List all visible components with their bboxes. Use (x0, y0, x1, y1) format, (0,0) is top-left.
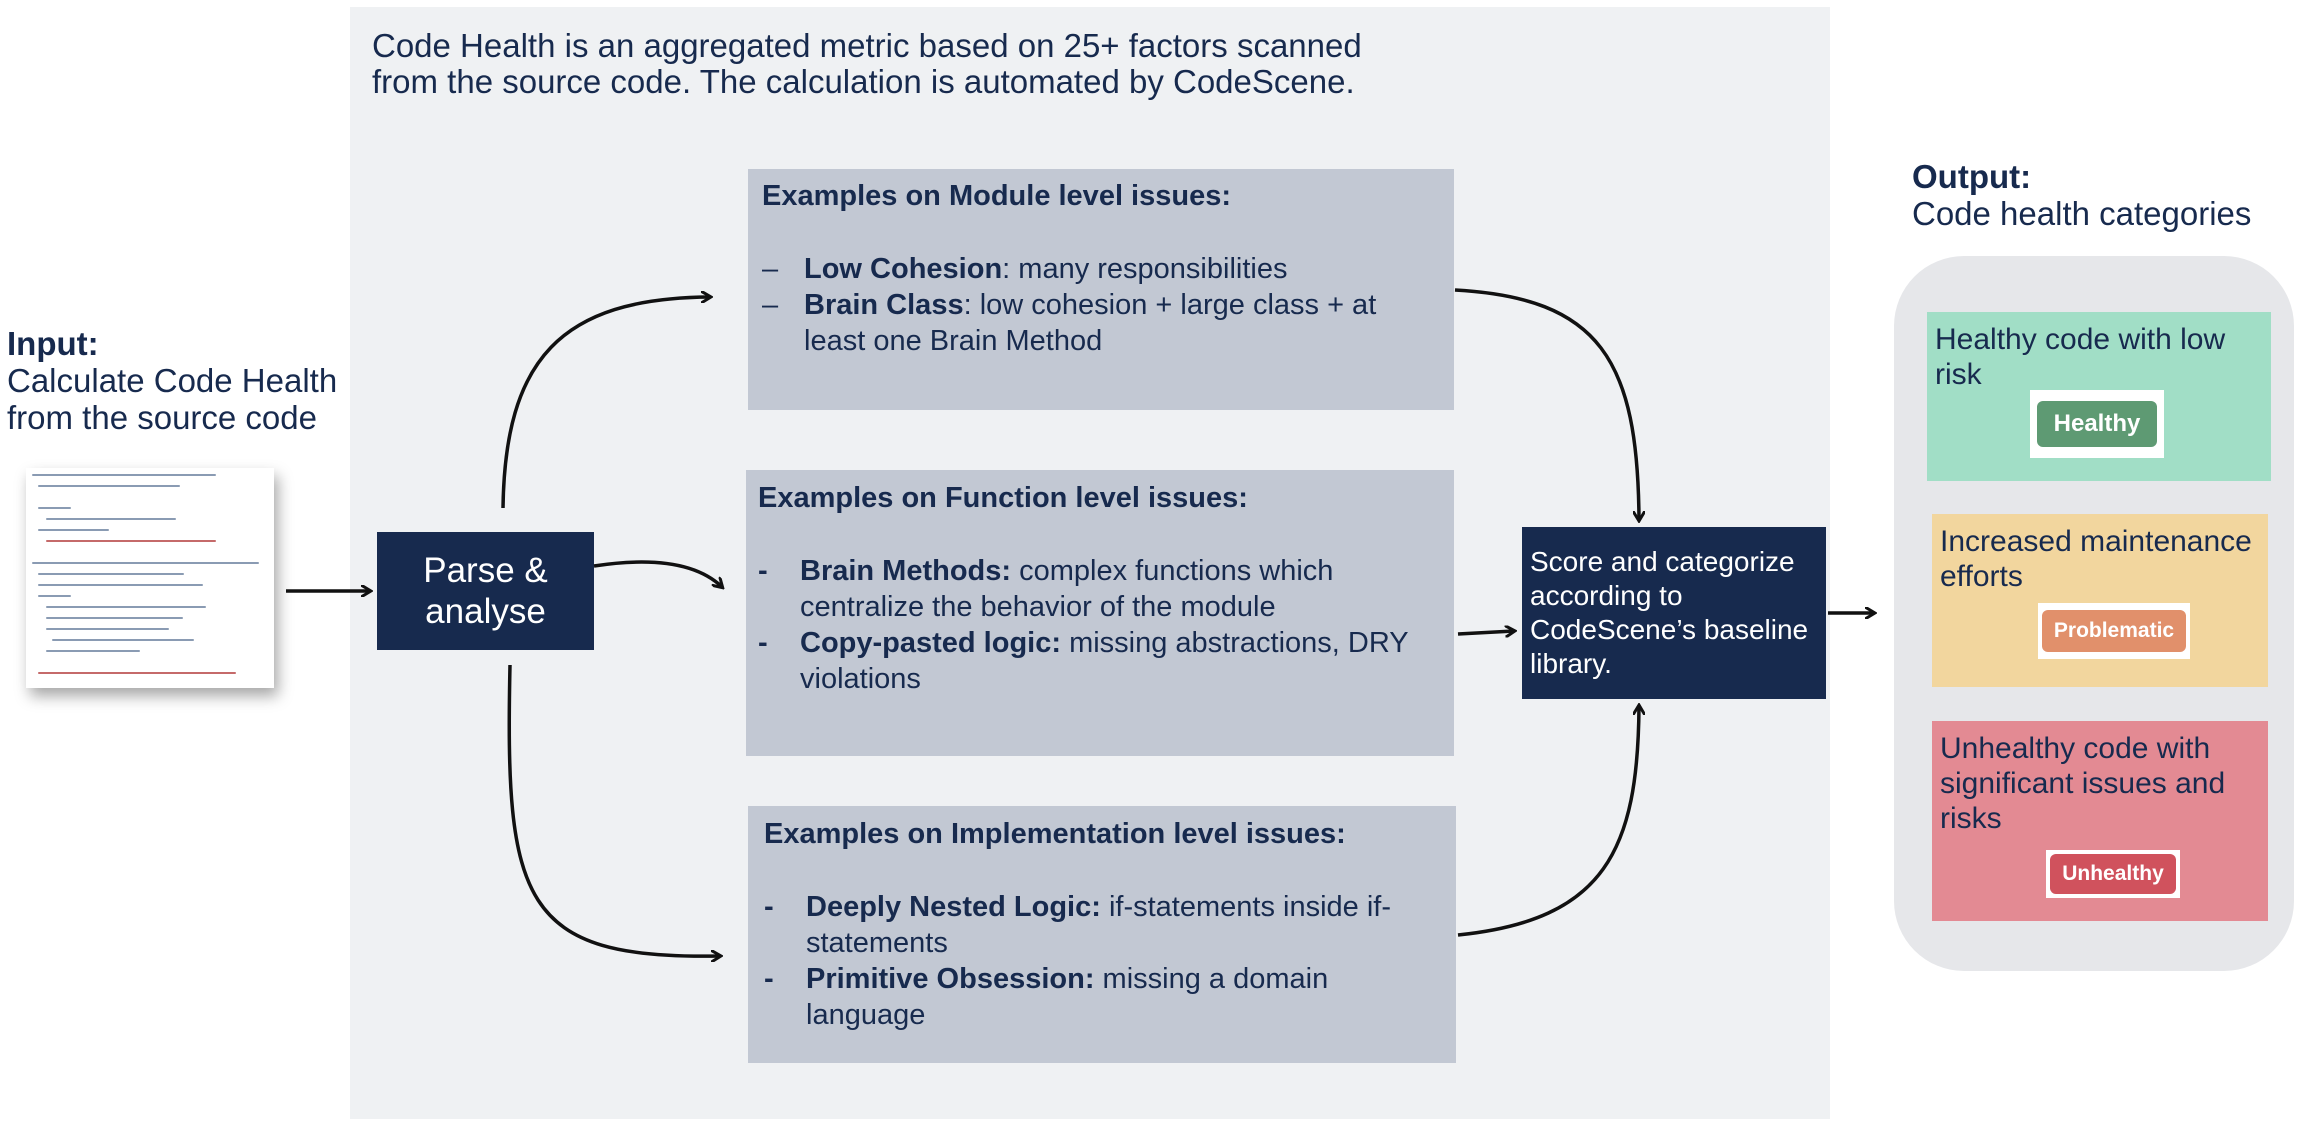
arrow-parse-to-function (593, 560, 722, 587)
category-unhealthy: Unhealthy code with significant issues a… (1932, 721, 2268, 921)
problematic-badge: Problematic (2042, 610, 2186, 652)
source-code-thumbnail (26, 468, 274, 688)
function-issue-item: -Copy-pasted logic: missing abstractions… (758, 627, 1409, 695)
input-title: Input: (7, 325, 99, 362)
unhealthy-badge-frame: Unhealthy (2046, 850, 2180, 898)
score-and-categorize-box: Score and categorize according to CodeSc… (1522, 527, 1826, 699)
arrow-parse-to-implementation (507, 664, 720, 956)
arrow-module-to-score (1454, 288, 1639, 520)
implementation-issue-item: -Deeply Nested Logic: if-statements insi… (764, 891, 1392, 959)
parse-line-2: analyse (425, 592, 546, 631)
implementation-level-list: -Deeply Nested Logic: if-statements insi… (764, 889, 1440, 1033)
module-level-list: –Low Cohesion: many responsibilities –Br… (762, 251, 1440, 359)
intro-line-2: from the source code. The calculation is… (372, 63, 1355, 100)
healthy-badge-frame: Healthy (2030, 390, 2164, 458)
input-heading: Input: Calculate Code Health from the so… (7, 325, 337, 436)
input-line-2: from the source code (7, 399, 317, 436)
module-level-box: Examples on Module level issues: –Low Co… (748, 169, 1454, 410)
intro-line-1: Code Health is an aggregated metric base… (372, 27, 1362, 64)
output-heading: Output: Code health categories (1912, 158, 2251, 232)
output-subtitle: Code health categories (1912, 195, 2252, 232)
parse-line-1: Parse & (423, 551, 548, 590)
module-issue-item: –Low Cohesion: many responsibilities (762, 253, 1288, 285)
implementation-issue-item: -Primitive Obsession: missing a domain l… (764, 963, 1329, 1031)
implementation-level-title: Examples on Implementation level issues: (764, 818, 1346, 850)
function-level-title: Examples on Function level issues: (758, 482, 1248, 514)
module-level-title: Examples on Module level issues: (762, 180, 1231, 212)
parse-and-analyse-box: Parse & analyse (377, 532, 594, 650)
function-level-box: Examples on Function level issues: -Brai… (746, 470, 1454, 756)
output-title: Output: (1912, 158, 2032, 195)
category-problematic-text: Increased maintenance efforts (1940, 525, 2252, 593)
healthy-badge: Healthy (2037, 401, 2157, 447)
module-issue-item: –Brain Class: low cohesion + large class… (762, 289, 1377, 357)
problematic-badge-frame: Problematic (2038, 603, 2190, 659)
arrow-function-to-score (1457, 631, 1514, 634)
function-level-list: -Brain Methods: complex functions which … (758, 553, 1442, 697)
category-healthy-text: Healthy code with low risk (1935, 323, 2226, 391)
score-text: Score and categorize according to CodeSc… (1530, 546, 1809, 679)
arrow-parse-to-module (501, 297, 710, 509)
implementation-level-box: Examples on Implementation level issues:… (748, 806, 1456, 1063)
unhealthy-badge: Unhealthy (2050, 854, 2176, 894)
intro-text: Code Health is an aggregated metric base… (372, 28, 1472, 100)
function-issue-item: -Brain Methods: complex functions which … (758, 555, 1334, 623)
arrow-implementation-to-score (1457, 706, 1639, 937)
input-line-1: Calculate Code Health (7, 362, 338, 399)
category-unhealthy-text: Unhealthy code with significant issues a… (1940, 732, 2226, 835)
